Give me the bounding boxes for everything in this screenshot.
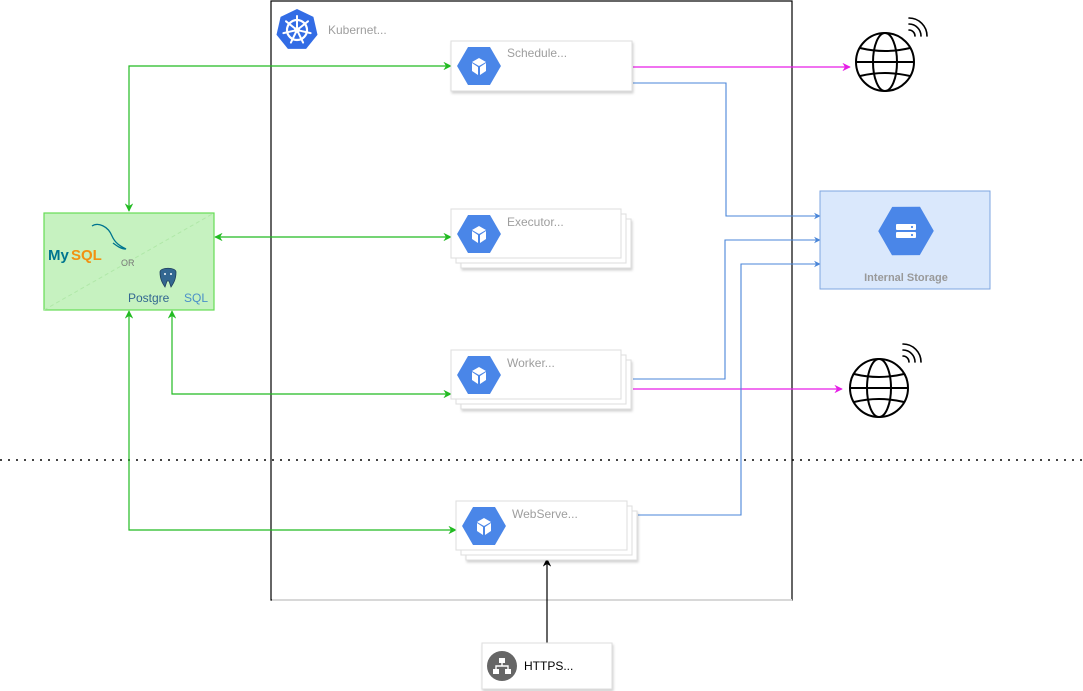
https-label: HTTPS... [524,659,573,673]
edge-db-scheduler[interactable] [124,61,452,212]
edge-worker-storage[interactable] [633,236,821,380]
edge-db-webserver[interactable] [124,310,457,535]
network-icon [487,651,517,681]
mysql-logo: My SQL [48,223,127,264]
globe-icon [849,358,909,418]
mysql-my-text: My [48,247,69,264]
globe-icon [855,32,915,92]
executor-pod[interactable]: Executor... [450,205,632,269]
internet-globe-top[interactable] [855,17,928,92]
postgresql-logo: Postgre SQL [128,267,208,305]
database-node[interactable]: My SQL OR Postgre SQL [43,212,215,311]
kubernetes-icon [276,9,318,49]
webserver-pod[interactable]: WebServe... [455,497,638,561]
elephant-icon [159,267,177,288]
kubernetes-cluster[interactable]: Kubernet... [270,0,793,601]
scheduler-pod[interactable]: Schedule... [450,37,633,95]
wifi-signal-icon [902,343,922,363]
edge-db-worker[interactable] [167,310,452,399]
kubernetes-cluster-label: Kubernet... [328,23,387,37]
https-ingress-node[interactable]: HTTPS... [481,642,613,690]
postgresql-text: Postgre [128,291,170,305]
internal-storage-node[interactable]: Internal Storage [819,190,991,290]
executor-label: Executor... [507,215,564,229]
mysql-sql-text: SQL [71,247,102,264]
scheduler-label: Schedule... [507,46,567,60]
internal-storage-label: Internal Storage [864,272,948,284]
worker-pod[interactable]: Worker... [450,346,632,410]
wifi-signal-icon [908,17,928,37]
edge-webserver-storage[interactable] [638,260,821,516]
storage-icon [878,206,934,256]
edge-scheduler-storage[interactable] [633,82,821,220]
or-text: OR [121,258,135,268]
worker-label: Worker... [507,356,555,370]
webserver-label: WebServe... [512,507,578,521]
postgresql-sql-text: SQL [184,291,208,305]
internet-globe-bottom[interactable] [849,343,922,418]
